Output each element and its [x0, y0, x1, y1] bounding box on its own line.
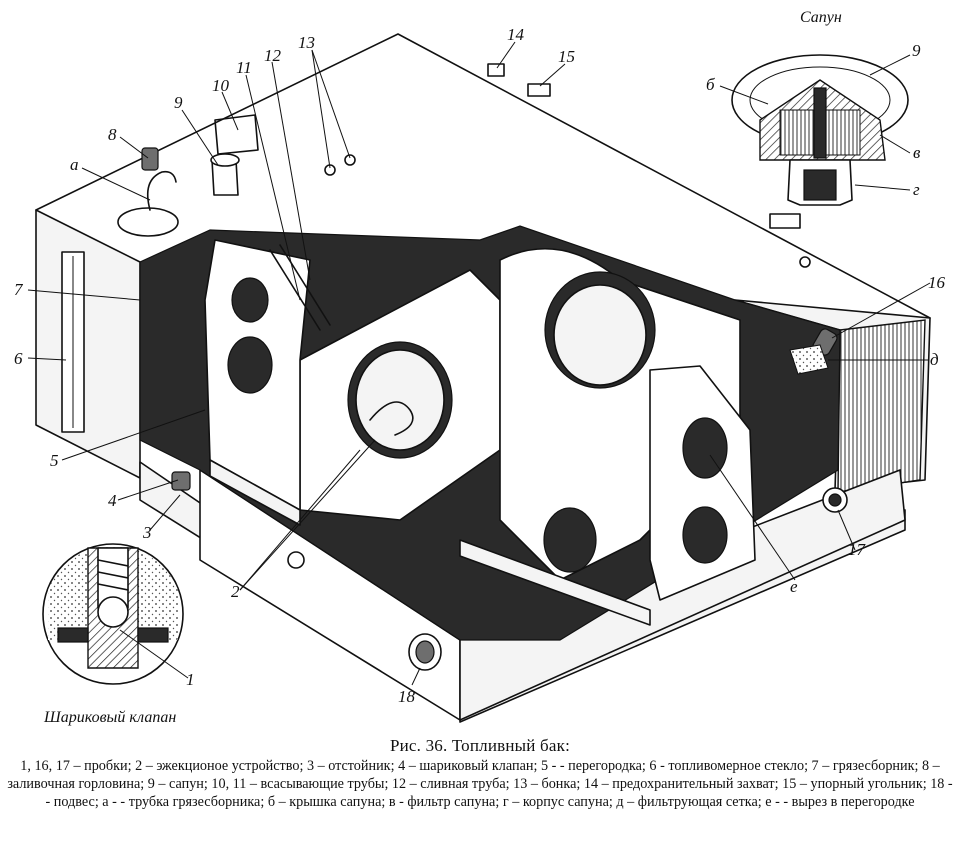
callout-3: 3: [142, 523, 152, 542]
callout-2: 2: [231, 582, 240, 601]
ball-valve-cutaway: [42, 543, 184, 685]
caption-legend: 1, 16, 17 – пробки; 2 – эжекционое устро…: [7, 758, 953, 810]
fuel-tank-figure: 1 2 3 4 5 6 7 8 9 10 11 12 13 14 15 16 1…: [14, 9, 946, 726]
breather-callout-b: б: [706, 75, 715, 94]
callout-e: е: [790, 577, 798, 596]
callout-15: 15: [558, 47, 575, 66]
callout-4: 4: [108, 491, 117, 510]
callout-8: 8: [108, 125, 117, 144]
callout-17: 17: [848, 540, 867, 559]
callout-13: 13: [298, 33, 315, 52]
callout-6: 6: [14, 349, 23, 368]
fuel-tank-drawing: [35, 33, 931, 723]
callout-9: 9: [174, 93, 183, 112]
callout-18: 18: [398, 687, 416, 706]
breather-callout-9: 9: [912, 41, 921, 60]
ball-valve-inset-title: Шариковый клапан: [43, 709, 176, 726]
callout-7: 7: [14, 280, 24, 299]
callout-11: 11: [236, 58, 252, 77]
callout-16: 16: [928, 273, 946, 292]
breather-callout-g: г: [913, 180, 920, 199]
callout-12: 12: [264, 46, 282, 65]
callout-1: 1: [186, 670, 195, 689]
callout-a: а: [70, 155, 79, 174]
breather-inset-title: Сапун: [800, 9, 842, 26]
figure-caption: Рис. 36. Топливный бак: 1, 16, 17 – проб…: [6, 736, 954, 811]
leader-lines: [27, 41, 931, 686]
callout-14: 14: [507, 25, 525, 44]
callout-5: 5: [50, 451, 59, 470]
callout-d: д: [930, 350, 939, 369]
breather-cutaway: [731, 54, 909, 206]
breather-callout-v: в: [913, 143, 921, 162]
callout-10: 10: [212, 76, 230, 95]
callout-labels: 1 2 3 4 5 6 7 8 9 10 11 12 13 14 15 16 1…: [14, 9, 946, 726]
caption-title: Рис. 36. Топливный бак:: [389, 736, 571, 755]
